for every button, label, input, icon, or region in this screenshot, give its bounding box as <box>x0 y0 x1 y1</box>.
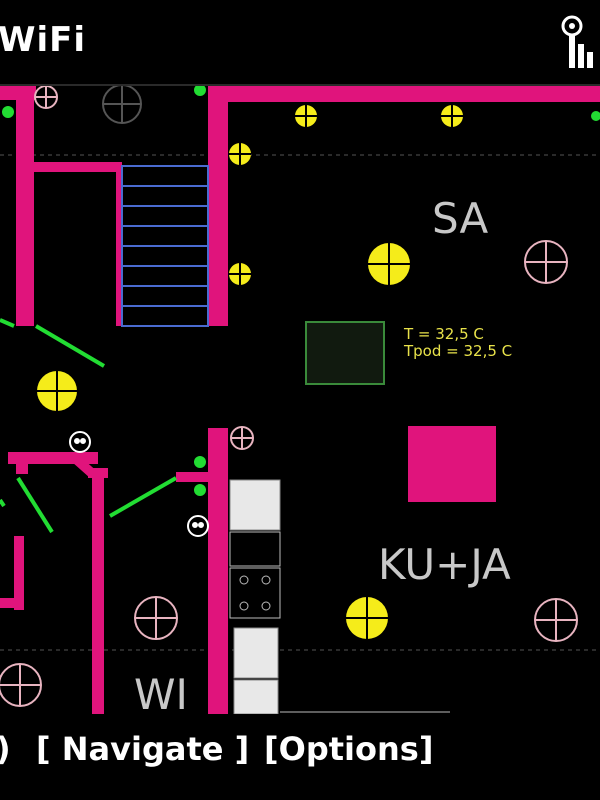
floor-plan-canvas <box>0 84 600 715</box>
socket-icon <box>187 515 209 537</box>
navigate-softkey[interactable]: [ Navigate ] <box>36 730 250 768</box>
door-swings <box>0 318 177 534</box>
wall-sockets <box>69 431 209 537</box>
outlet-icon <box>230 426 254 450</box>
wall-central-lower <box>208 428 228 714</box>
app-title: WiFi <box>0 20 87 60</box>
stairs <box>121 165 209 327</box>
lamp-icon <box>37 371 77 411</box>
ceiling-outlets <box>0 84 578 707</box>
outlet-icon <box>134 596 178 640</box>
door-hinges <box>2 84 600 496</box>
wall-lower-far-left-b <box>0 598 22 608</box>
kitchen-units <box>229 479 450 715</box>
outlet-icon <box>534 598 578 642</box>
walls <box>0 86 600 714</box>
outlet-icon <box>0 663 42 707</box>
app-header: WiFi <box>0 0 600 86</box>
sensor-box <box>305 321 385 385</box>
softkey-bar: ) [ Navigate ] [Options] <box>0 714 600 800</box>
wall-central-upper <box>208 86 228 326</box>
floor-plan-map[interactable]: SA KU+JA WI T = 32,5 C Tpod = 32,5 C <box>0 84 600 719</box>
appliance-block <box>408 426 496 502</box>
lamp-icon <box>229 143 251 165</box>
floor-temperature-value: Tpod = 32,5 C <box>404 342 513 360</box>
outlet-icon <box>34 85 58 109</box>
wall-lower-mid <box>176 472 208 482</box>
wall-stair-top <box>34 162 122 172</box>
wall-left-vertical <box>16 86 34 326</box>
signal-antenna-icon <box>561 15 593 68</box>
wall-lower-far-left <box>14 536 24 610</box>
options-softkey[interactable]: [Options] <box>264 730 434 768</box>
room-label-sa: SA <box>432 194 489 243</box>
lamp-icon <box>346 597 388 639</box>
lamp-icon <box>295 105 317 127</box>
header-divider <box>0 84 600 86</box>
room-label-ku-ja: KU+JA <box>378 540 511 589</box>
room-label-wi: WI <box>134 670 188 719</box>
lamp-icon <box>441 105 463 127</box>
lamp-icon <box>368 243 410 285</box>
ceiling-lamps <box>37 105 463 639</box>
socket-icon <box>69 431 91 453</box>
temperature-value: T = 32,5 C <box>404 325 484 343</box>
sensor-readout[interactable]: T = 32,5 C Tpod = 32,5 C <box>404 326 512 360</box>
wall-lower-left-d <box>92 468 104 714</box>
outlet-icon <box>102 84 142 124</box>
wall-top-right <box>208 86 600 102</box>
outlet-icon <box>524 240 568 284</box>
left-softkey[interactable]: ) <box>0 730 11 768</box>
lamp-icon <box>229 263 251 285</box>
wall-stair-side <box>116 162 122 326</box>
wall-diagonal <box>72 458 100 478</box>
wall-lower-left-b <box>16 452 28 474</box>
